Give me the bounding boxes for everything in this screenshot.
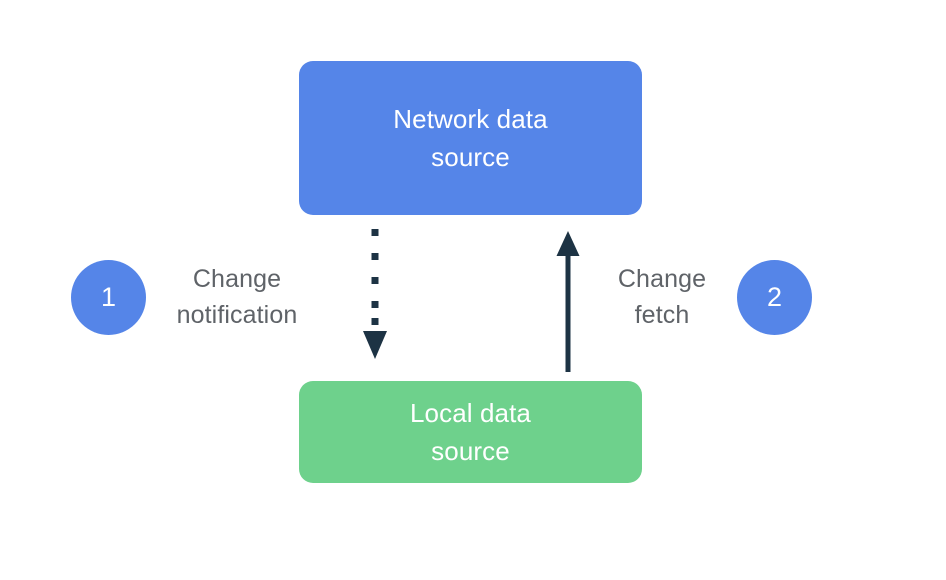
dotted-segment-2 [371,253,379,260]
dotted-segment-4 [371,301,379,308]
arrow-shaft-up [565,252,571,372]
step-badge-2-label: 2 [766,282,783,312]
edge-label-change-fetch: Change fetch [617,265,707,329]
edge-change-notification-arrow [363,229,387,359]
step-badge-1[interactable]: 1 [71,260,146,335]
step-badge-2[interactable]: 2 [737,260,812,335]
arrowhead-up-icon [556,231,580,256]
node-local-data-source[interactable]: Local data source [299,381,642,483]
edge-change-fetch-arrow [556,231,580,372]
dotted-segment-5 [371,318,379,325]
step-badge-1-label: 1 [100,282,117,312]
arrowhead-down-icon [363,331,387,359]
node-local-data-source-label: Local data source [410,398,531,466]
dotted-segment-1 [371,229,379,236]
dotted-segment-3 [371,277,379,284]
node-network-data-source[interactable]: Network data source [299,61,642,215]
edge-label-change-notification: Change notification [176,265,298,329]
node-network-data-source-label: Network data source [393,104,548,172]
